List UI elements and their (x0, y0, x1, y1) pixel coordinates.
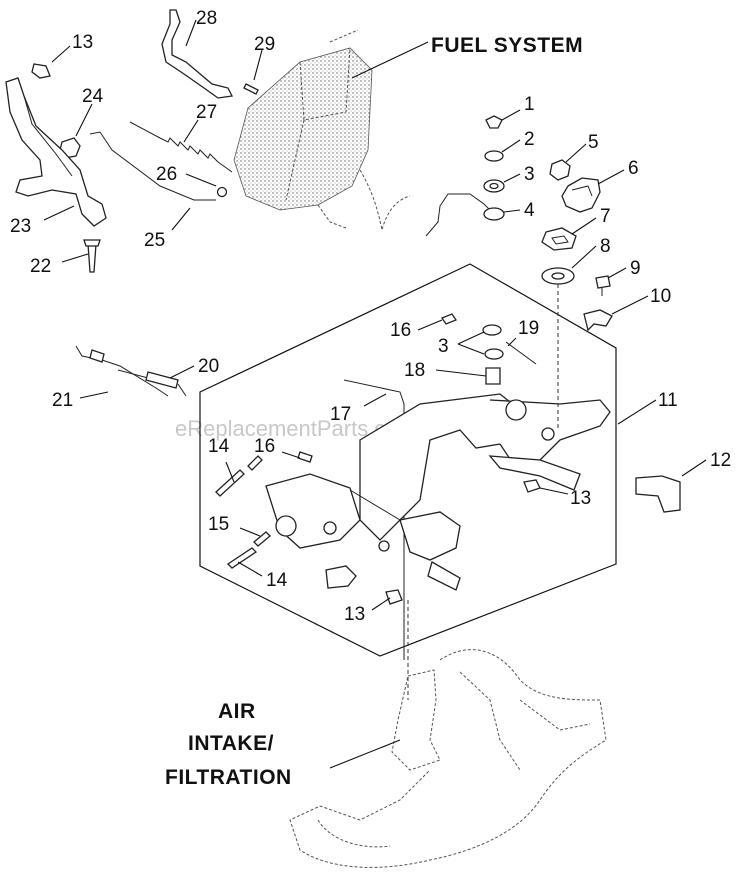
part-3-washer-bottom (484, 348, 504, 360)
part-13-clip-bottom (385, 589, 403, 605)
callout-14-top: 14 (208, 436, 230, 457)
callout-13-top: 13 (72, 32, 93, 53)
part-10-clip (583, 309, 613, 332)
control-bracket (265, 393, 611, 591)
callout-17: 17 (330, 404, 351, 425)
callout-16-top: 16 (390, 320, 411, 341)
part-13-clip-right (523, 479, 541, 493)
callout-7: 7 (600, 206, 611, 227)
callout-29: 29 (254, 34, 275, 55)
callout-4: 4 (524, 200, 535, 221)
callout-15: 15 (208, 514, 229, 535)
callout-25: 25 (144, 230, 165, 251)
label-air-intake-line1: AIR (218, 700, 256, 723)
part-20-spring (117, 369, 187, 397)
part-3-washer-top (482, 324, 502, 336)
callout-20: 20 (198, 356, 219, 377)
callout-22: 22 (30, 256, 51, 277)
part-1-nut (485, 115, 503, 129)
part-13-clip-top (31, 63, 51, 79)
callout-24: 24 (82, 86, 104, 107)
part-21-spring (75, 345, 169, 397)
part-16-spring-mid (297, 451, 313, 463)
label-air-intake-line3: FILTRATION (165, 766, 292, 789)
callout-13-right: 13 (570, 488, 591, 509)
part-14-screw-bottom (226, 547, 258, 569)
part-9-bolt (595, 275, 611, 296)
part-25-rod (89, 131, 216, 201)
callout-26: 26 (156, 164, 177, 185)
callout-21: 21 (52, 390, 73, 411)
part-26-clip (216, 186, 228, 198)
carburetor-ghost (233, 29, 411, 231)
part-12-block (635, 475, 681, 513)
callout-16-mid: 16 (254, 436, 275, 457)
part-14-screw-top (215, 469, 245, 497)
part-7-gasket (541, 227, 577, 251)
assembly-frame (199, 263, 617, 657)
callout-18: 18 (404, 360, 425, 381)
callout-19: 19 (518, 318, 539, 339)
part-22-bolt (87, 243, 97, 273)
part-18-bushing (485, 367, 501, 385)
part-5-nut (549, 159, 571, 181)
callout-10: 10 (650, 286, 671, 307)
callout-28: 28 (196, 8, 217, 29)
callout-27: 27 (196, 102, 217, 123)
part-28-bracket (161, 9, 233, 99)
part-29-screw (243, 83, 259, 95)
callout-12: 12 (710, 450, 731, 471)
air-intake-ghost (289, 649, 607, 868)
part-19-rod (505, 341, 537, 365)
callout-3: 3 (524, 164, 535, 185)
callout-8: 8 (600, 236, 611, 257)
callout-5: 5 (588, 132, 599, 153)
part-4-rod (425, 193, 505, 237)
label-fuel-system: FUEL SYSTEM (431, 34, 583, 57)
callout-6: 6 (628, 158, 639, 179)
part-2-washer (484, 150, 504, 162)
part-16-spring-top (441, 313, 457, 325)
part-6-clamp (561, 177, 601, 213)
callout-11: 11 (658, 390, 678, 411)
callout-9: 9 (630, 258, 641, 279)
callout-2: 2 (524, 129, 535, 150)
callout-3-assembly: 3 (438, 336, 449, 357)
part-15-spring-top (247, 455, 263, 471)
part-27-spring (129, 121, 233, 173)
part-23-bracket (5, 77, 107, 227)
callout-1: 1 (524, 94, 535, 115)
callout-13-bottom: 13 (344, 604, 365, 625)
label-air-intake-line2: INTAKE/ (188, 732, 274, 755)
callout-23: 23 (10, 216, 31, 237)
leader-lines (43, 19, 707, 769)
callout-14-bottom: 14 (266, 570, 288, 591)
part-15-spring-bottom (253, 531, 271, 547)
